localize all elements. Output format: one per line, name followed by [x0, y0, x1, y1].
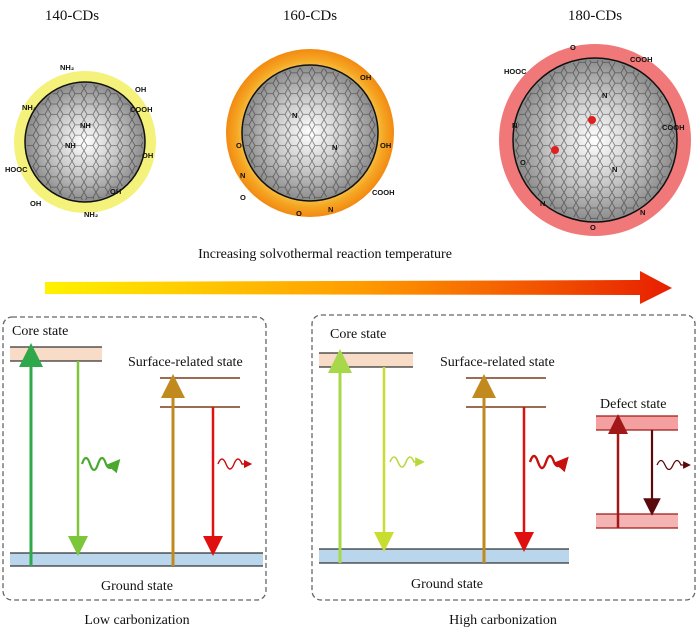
temperature-arrow [45, 271, 672, 304]
panel-frame-high [311, 314, 696, 601]
low-carbonization-caption: Low carbonization [84, 613, 189, 628]
group-n: N [640, 208, 645, 217]
surface-state-label-low: Surface-related state [128, 355, 243, 370]
group-n: N [328, 205, 333, 214]
group-cooh: COOH [372, 188, 395, 197]
group-n: N [292, 111, 297, 120]
label-140-cds: 140-CDs [45, 8, 99, 24]
group-oh: OH [30, 199, 41, 208]
group-nh2: NH₂ [84, 210, 98, 219]
defect-band-upper [596, 416, 678, 430]
core-band-low [10, 347, 102, 361]
group-n: N [602, 91, 607, 100]
carbon-dot-180: HOOC O COOH COOH N O N O N N N [499, 43, 691, 236]
defect-band-lower [596, 514, 678, 528]
label-160-cds: 160-CDs [283, 8, 337, 24]
panel-frame-low [2, 316, 267, 601]
ground-band-low [10, 553, 263, 566]
group-o: O [520, 158, 526, 167]
surface-state-label-high: Surface-related state [440, 355, 555, 370]
emission-wave-red-low [217, 458, 253, 470]
group-n: N [540, 199, 545, 208]
temperature-caption: Increasing solvothermal reaction tempera… [198, 247, 452, 262]
group-nh2: NH₂ [22, 103, 36, 112]
group-cooh: COOH [662, 123, 685, 132]
group-nh: NH [80, 121, 91, 130]
group-cooh: COOH [130, 105, 153, 114]
group-nh: NH [65, 141, 76, 150]
high-carbonization-caption: High carbonization [449, 613, 557, 628]
core-state-label-low: Core state [12, 324, 68, 339]
ground-state-label-low: Ground state [101, 579, 173, 594]
group-o: O [590, 223, 596, 232]
group-o: O [570, 43, 576, 52]
group-n: N [612, 165, 617, 174]
label-180-cds: 180-CDs [568, 8, 622, 24]
carbon-dot-160: OH OH COOH O O N O N N N [226, 49, 395, 218]
emission-wave-red-high [528, 454, 569, 473]
carbon-dot-140: OH COOH OH HOOC NH₂ NH₂ OH NH₂ OH NH NH [5, 63, 156, 219]
emission-wave-green-low [80, 456, 121, 474]
group-n: N [240, 171, 245, 180]
group-oh: OH [360, 73, 371, 82]
group-o: O [240, 193, 246, 202]
group-n: N [512, 121, 517, 130]
group-oh: OH [135, 85, 146, 94]
core-state-label-high: Core state [330, 327, 386, 342]
group-o: O [296, 209, 302, 218]
ground-band-high [319, 549, 569, 563]
emission-wave-defect [656, 459, 691, 471]
panel-low-carbonization: Core state Surface-related state Ground … [2, 316, 267, 628]
group-hooc: HOOC [5, 165, 28, 174]
group-nh2: NH₂ [60, 63, 74, 72]
group-oh: OH [110, 187, 121, 196]
group-n: N [332, 143, 337, 152]
group-oh: OH [142, 151, 153, 160]
defect-state-label: Defect state [600, 397, 666, 412]
ground-state-label-high: Ground state [411, 577, 483, 592]
panel-high-carbonization: Core state Surface-related state Defect … [311, 314, 696, 628]
group-oh: OH [380, 141, 391, 150]
emission-wave-yellowgreen-high [389, 456, 425, 468]
core-band-high [319, 353, 413, 367]
group-o: O [236, 141, 242, 150]
group-cooh: COOH [630, 55, 653, 64]
group-hooc: HOOC [504, 67, 527, 76]
